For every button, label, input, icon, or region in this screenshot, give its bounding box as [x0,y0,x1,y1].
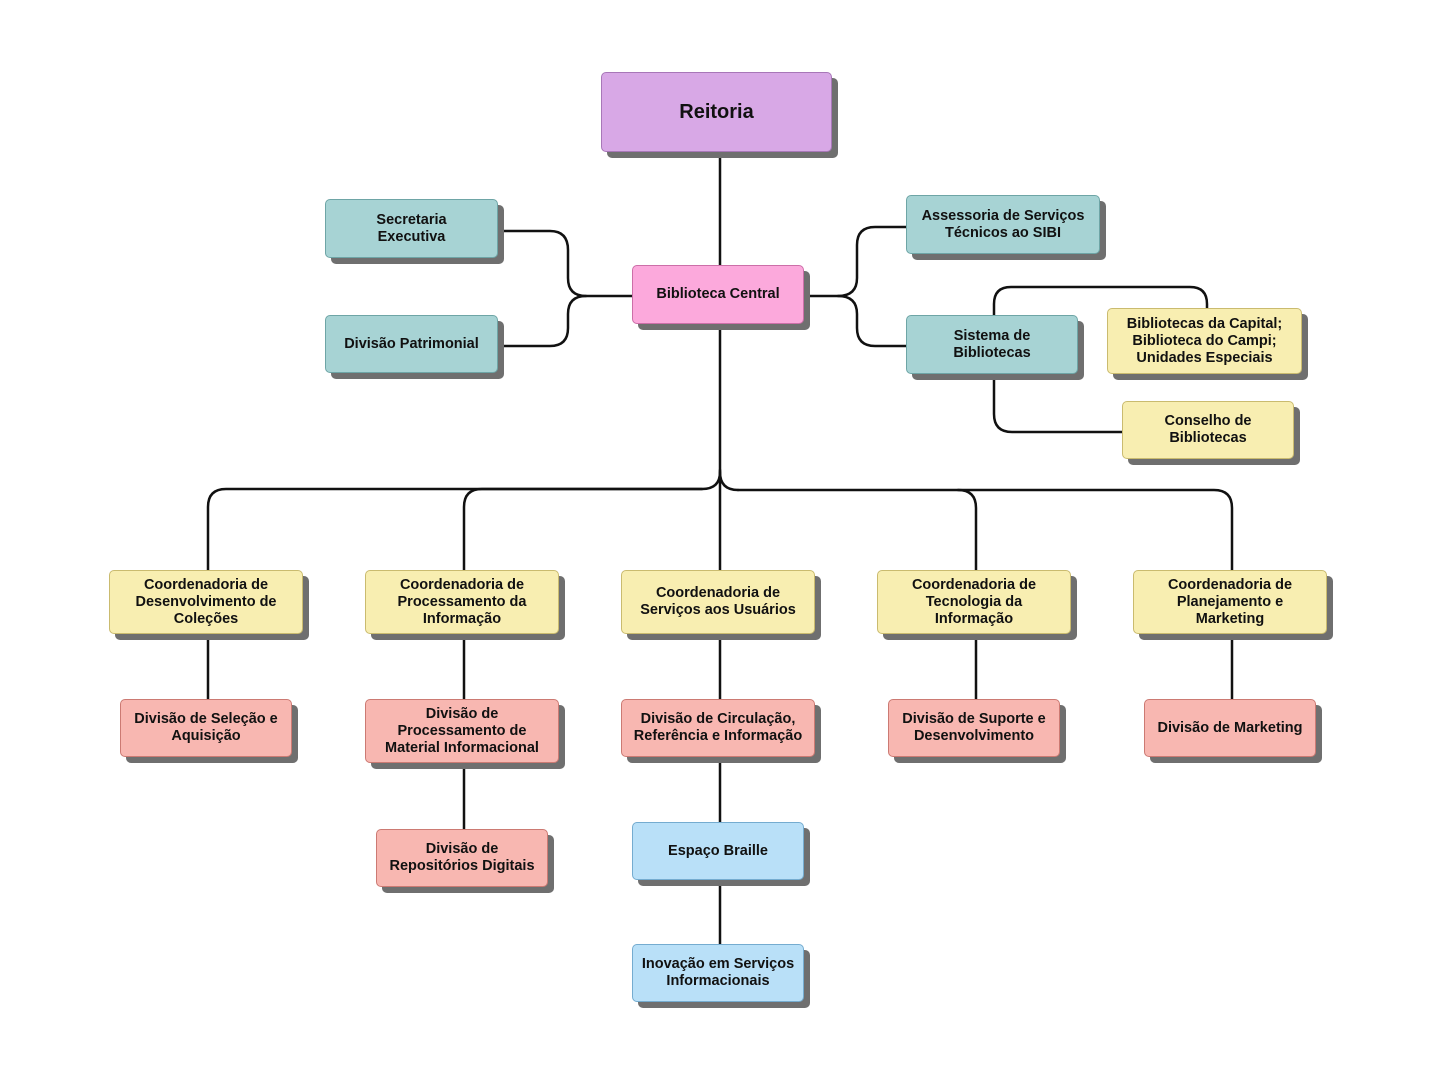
node-label: Coordenadoria de Tecnologia da Informaçã… [911,576,1037,627]
div-selecao-box: Divisão de Seleção e Aquisição [120,699,292,757]
espaco-braille-box: Espaço Braille [632,822,804,880]
node-label: Divisão de Suporte e Desenvolvimento [902,711,1046,744]
node-label: Divisão de Processamento de Material Inf… [385,705,539,756]
coord-processamento-box: Coordenadoria de Processamento da Inform… [365,570,559,634]
node-label: Conselho de Bibliotecas [1164,413,1252,446]
bibliotecas-capital-box: Bibliotecas da Capital; Biblioteca do Ca… [1107,308,1302,374]
node-label: Espaço Braille [668,842,768,859]
node-label: Inovação em Serviços Informacionais [641,956,795,989]
sistema-bibliotecas-box: Sistema de Bibliotecas [906,315,1078,374]
conselho-bibliotecas-box: Conselho de Bibliotecas [1122,401,1294,459]
coord-colecoes-box: Coordenadoria de Desenvolvimento de Cole… [109,570,303,634]
coord-tecnologia-box: Coordenadoria de Tecnologia da Informaçã… [877,570,1071,634]
divisao-patrimonial-box: Divisão Patrimonial [325,315,498,373]
node-label: Coordenadoria de Processamento da Inform… [397,576,527,627]
node-label: Divisão de Circulação, Referência e Info… [633,711,803,744]
node-label: Assessoria de Serviços Técnicos ao SIBI [921,207,1085,241]
div-repositorios-box: Divisão de Repositórios Digitais [376,829,548,887]
node-label: Divisão de Repositórios Digitais [389,841,535,874]
node-label: Bibliotecas da Capital; Biblioteca do Ca… [1126,315,1283,366]
node-label: Coordenadoria de Serviços aos Usuários [640,585,796,618]
div-processamento-box: Divisão de Processamento de Material Inf… [365,699,559,763]
node-label: Divisão de Seleção e Aquisição [134,711,278,744]
node-label: Coordenadoria de Desenvolvimento de Cole… [135,576,277,627]
div-marketing-box: Divisão de Marketing [1144,699,1316,757]
coord-servicos-box: Coordenadoria de Serviços aos Usuários [621,570,815,634]
node-label: Divisão de Marketing [1157,719,1303,736]
node-label: Sistema de Bibliotecas [953,327,1031,361]
reitoria-box: Reitoria [601,72,832,152]
inovacao-box: Inovação em Serviços Informacionais [632,944,804,1002]
node-label: Divisão Patrimonial [344,335,479,352]
assessoria-box: Assessoria de Serviços Técnicos ao SIBI [906,195,1100,254]
node-label: Secretaria Executiva [376,211,447,245]
biblioteca-central-box: Biblioteca Central [632,265,804,324]
node-label: Biblioteca Central [656,286,780,302]
node-label: Coordenadoria de Planejamento e Marketin… [1167,576,1293,627]
div-circulacao-box: Divisão de Circulação, Referência e Info… [621,699,815,757]
coord-planejamento-box: Coordenadoria de Planejamento e Marketin… [1133,570,1327,634]
div-suporte-box: Divisão de Suporte e Desenvolvimento [888,699,1060,757]
secretaria-executiva-box: Secretaria Executiva [325,199,498,258]
node-label: Reitoria [679,100,754,123]
